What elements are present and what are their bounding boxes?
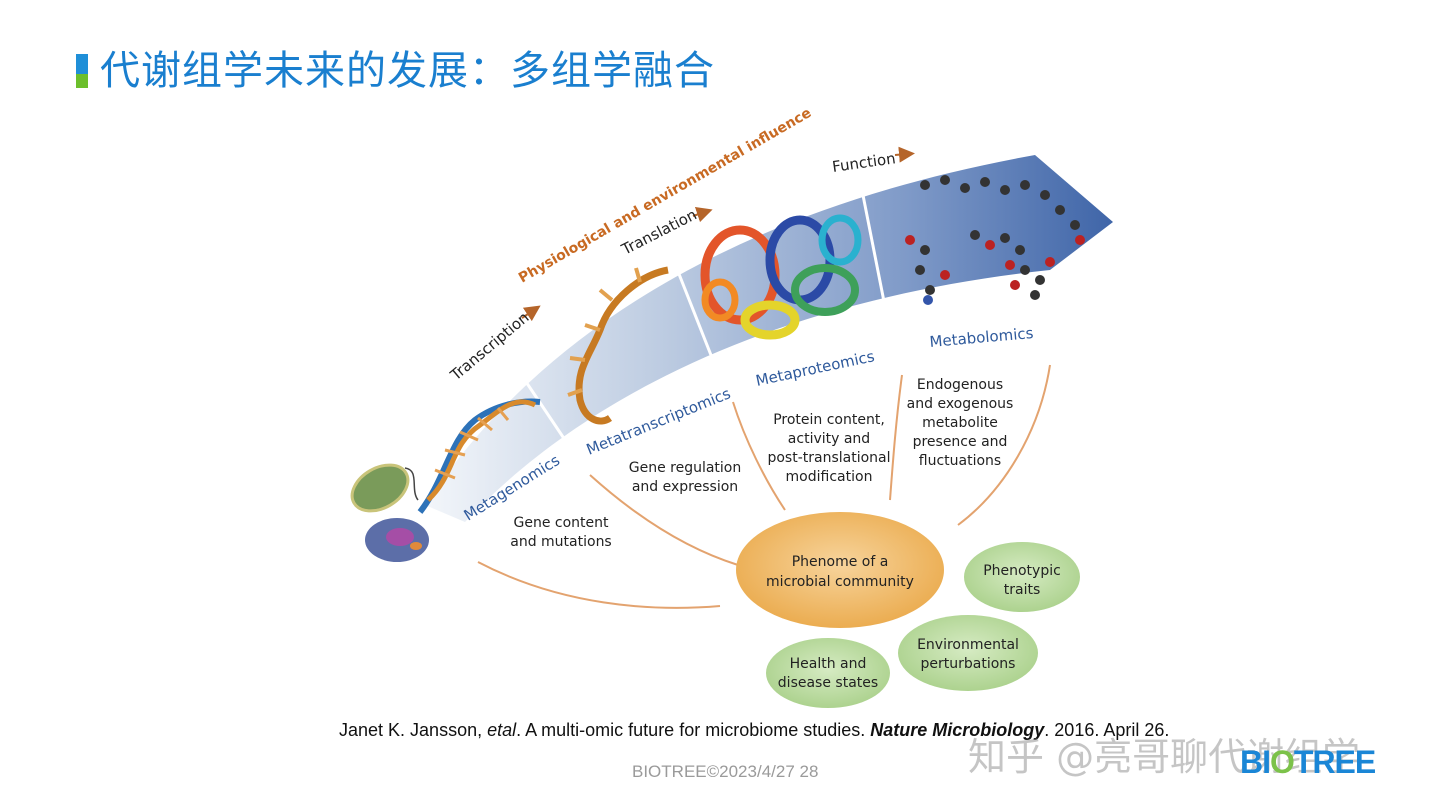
atom bbox=[923, 295, 933, 305]
eukaryotic-cell-icon bbox=[365, 518, 429, 562]
translation-arrow bbox=[692, 206, 713, 223]
citation-journal: Nature Microbiology bbox=[870, 720, 1045, 740]
atom bbox=[920, 245, 930, 255]
rna-strand-icon bbox=[567, 266, 669, 425]
transcription-arrow bbox=[521, 305, 541, 322]
atom bbox=[980, 177, 990, 187]
atom bbox=[1070, 220, 1080, 230]
band-divider bbox=[662, 235, 722, 379]
citation-etal: etal bbox=[487, 720, 517, 740]
atom bbox=[1010, 280, 1020, 290]
atom bbox=[1000, 185, 1010, 195]
health-disease-node bbox=[766, 638, 890, 708]
atom bbox=[1005, 260, 1015, 270]
band-divider bbox=[858, 179, 892, 333]
citation-authors: Janet K. Jansson, bbox=[339, 720, 483, 740]
atom bbox=[1030, 290, 1040, 300]
atom bbox=[925, 285, 935, 295]
atom bbox=[915, 265, 925, 275]
function-label: Function bbox=[831, 149, 897, 176]
metabolomics-label: Metabolomics bbox=[929, 324, 1034, 351]
phenome-node bbox=[736, 512, 944, 628]
atom bbox=[1045, 257, 1055, 267]
atom bbox=[920, 180, 930, 190]
dna-helix-icon bbox=[417, 398, 541, 514]
title-accent-bar bbox=[76, 54, 88, 88]
atom bbox=[940, 175, 950, 185]
atom bbox=[1015, 245, 1025, 255]
atom bbox=[1055, 205, 1065, 215]
atom bbox=[1020, 180, 1030, 190]
connector-curves bbox=[477, 364, 1051, 609]
atom bbox=[960, 183, 970, 193]
metaproteomics-label: Metaproteomics bbox=[754, 347, 876, 390]
citation-date: . 2016. April 26. bbox=[1044, 720, 1170, 740]
atom bbox=[1000, 233, 1010, 243]
omics-band bbox=[425, 155, 1113, 522]
band-divider bbox=[506, 354, 567, 441]
phenotypic-traits-node bbox=[964, 542, 1080, 612]
slide-footer: BIOTREE©2023/4/27 28 bbox=[632, 762, 819, 781]
environmental-perturbations-node bbox=[898, 615, 1038, 691]
metabolite-molecules-icon bbox=[905, 175, 1085, 305]
citation: Janet K. Jansson, etal. A multi-omic fut… bbox=[339, 720, 1169, 741]
atom bbox=[1040, 190, 1050, 200]
function-arrow bbox=[894, 146, 915, 163]
protein-structure-icon bbox=[700, 214, 862, 340]
slide-title: 代谢组学未来的发展：多组学融合 bbox=[100, 48, 715, 94]
watermark-text: 知乎 @亮哥聊代谢组学 bbox=[968, 735, 1361, 779]
atom bbox=[1035, 275, 1045, 285]
bacterium-icon bbox=[350, 463, 419, 513]
atom bbox=[940, 270, 950, 280]
atom bbox=[1075, 235, 1085, 245]
citation-title: . A multi-omic future for microbiome stu… bbox=[516, 720, 866, 740]
atom bbox=[970, 230, 980, 240]
atom bbox=[905, 235, 915, 245]
atom bbox=[1020, 265, 1030, 275]
atom bbox=[985, 240, 995, 250]
biotree-logo: BIOTREE bbox=[1240, 744, 1376, 780]
